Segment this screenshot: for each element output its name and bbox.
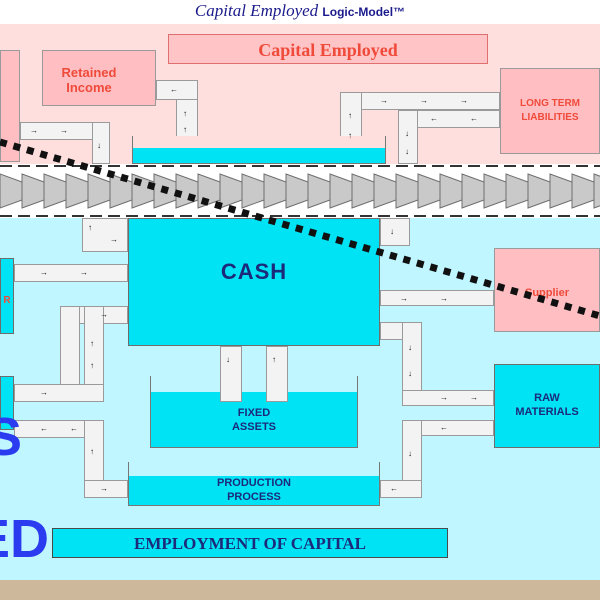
arrow-left-icon: ←: [440, 423, 448, 432]
arrow-down-icon: ↓: [408, 343, 412, 352]
arrow-right-icon: →: [30, 126, 38, 135]
long-term-liabilities-box: LONG TERM LIABILITIES: [500, 68, 600, 154]
capital-employed-banner: Capital Employed: [168, 34, 488, 64]
floor-strip: [0, 580, 600, 600]
arrow-down-icon: ↓: [405, 147, 409, 156]
channel-left-to-lower-box: [14, 384, 104, 402]
arrow-right-icon: →: [470, 393, 478, 402]
retained-income-box: Retained Income: [42, 50, 156, 106]
title-sub: Logic-Model™: [322, 5, 406, 19]
arrow-left-icon: ←: [70, 424, 78, 433]
capital-employed-banner-text: Capital Employed: [258, 40, 398, 60]
channel-cash-top-b: [380, 218, 410, 246]
saw-divider-graphic: [0, 165, 600, 217]
arrow-up-icon: ↑: [183, 109, 187, 118]
left-partial-box-upper: R: [0, 258, 14, 334]
saw-tooth: [593, 173, 600, 209]
channel-ltl-right-vertical: [398, 110, 418, 164]
channel-cash-fixed-b: [266, 346, 288, 402]
channel-cash-fixed-a: [220, 346, 242, 402]
arrow-left-icon: ←: [430, 114, 438, 123]
arrow-right-icon: →: [60, 126, 68, 135]
arrow-left-icon: ←: [390, 484, 398, 493]
production-process-box: PRODUCTION PROCESS: [128, 462, 380, 506]
employment-banner: EMPLOYMENT OF CAPITAL: [52, 528, 448, 558]
left-partial-letter: R: [3, 295, 11, 306]
long-term-liabilities-label: LONG TERM LIABILITIES: [520, 98, 580, 123]
cash-label: CASH: [220, 259, 288, 284]
arrow-right-icon: →: [40, 268, 48, 277]
arrow-down-icon: ↓: [408, 449, 412, 458]
arrow-up-icon: ↑: [90, 339, 94, 348]
channel-right-into-production: [380, 480, 422, 498]
arrow-up-icon: ↑: [348, 131, 352, 140]
raw-materials-box: RAW MATERIALS: [494, 364, 600, 448]
arrow-down-icon: ↓: [390, 227, 394, 236]
arrow-right-icon: →: [440, 294, 448, 303]
arrow-left-icon: ←: [40, 424, 48, 433]
arrow-right-icon: →: [380, 96, 388, 105]
channel-right-to-raw: [402, 390, 494, 406]
channel-retained-out: [156, 80, 198, 100]
capital-pool: [132, 136, 386, 164]
saw-divider: [0, 164, 600, 218]
arrow-right-icon: →: [40, 388, 48, 397]
arrow-up-icon: ↑: [272, 355, 276, 364]
left-partial-box-lower: [0, 376, 14, 430]
arrow-right-icon: →: [400, 294, 408, 303]
retained-income-label: Retained Income: [61, 65, 117, 95]
arrow-up-icon: ↑: [88, 223, 92, 232]
channel-left-down: [92, 122, 110, 164]
arrow-up-icon: ↑: [90, 361, 94, 370]
supplier-label: Supplier: [524, 287, 569, 299]
arrow-down-icon: ↓: [405, 129, 409, 138]
arrow-right-icon: →: [110, 235, 118, 244]
arrow-left-icon: ←: [170, 85, 178, 94]
left-partial-pink-box: [0, 50, 20, 162]
arrow-up-icon: ↑: [348, 111, 352, 120]
title-main: Capital Employed: [194, 1, 319, 20]
channel-cash-top-a: [82, 218, 128, 252]
channel-left-into-production: [84, 480, 128, 498]
diagram-title: Capital Employed Logic-Model™: [0, 0, 600, 24]
fixed-assets-label: FIXED ASSETS: [231, 407, 276, 433]
left-big-letters-ed: ED: [0, 509, 50, 569]
arrow-down-icon: ↓: [408, 369, 412, 378]
arrow-down-icon: ↓: [97, 141, 101, 150]
arrow-up-icon: ↑: [183, 125, 187, 134]
arrow-right-icon: →: [440, 393, 448, 402]
production-process-label: PRODUCTION PROCESS: [217, 477, 291, 503]
channel-left-cash-upper: [14, 264, 128, 282]
fixed-assets-box: FIXED ASSETS: [150, 376, 358, 448]
arrow-up-icon: ↑: [90, 447, 94, 456]
arrow-right-icon: →: [80, 268, 88, 277]
left-big-letter-s: S: [0, 407, 23, 467]
arrow-right-icon: →: [460, 96, 468, 105]
channel-cash-supplier: [380, 290, 494, 306]
arrow-right-icon: →: [420, 96, 428, 105]
arrow-down-icon: ↓: [226, 355, 230, 364]
arrow-left-icon: ←: [470, 114, 478, 123]
raw-materials-label: RAW MATERIALS: [515, 392, 579, 418]
employment-banner-text: EMPLOYMENT OF CAPITAL: [133, 534, 367, 553]
arrow-right-icon: →: [100, 310, 108, 319]
arrow-right-icon: →: [100, 484, 108, 493]
